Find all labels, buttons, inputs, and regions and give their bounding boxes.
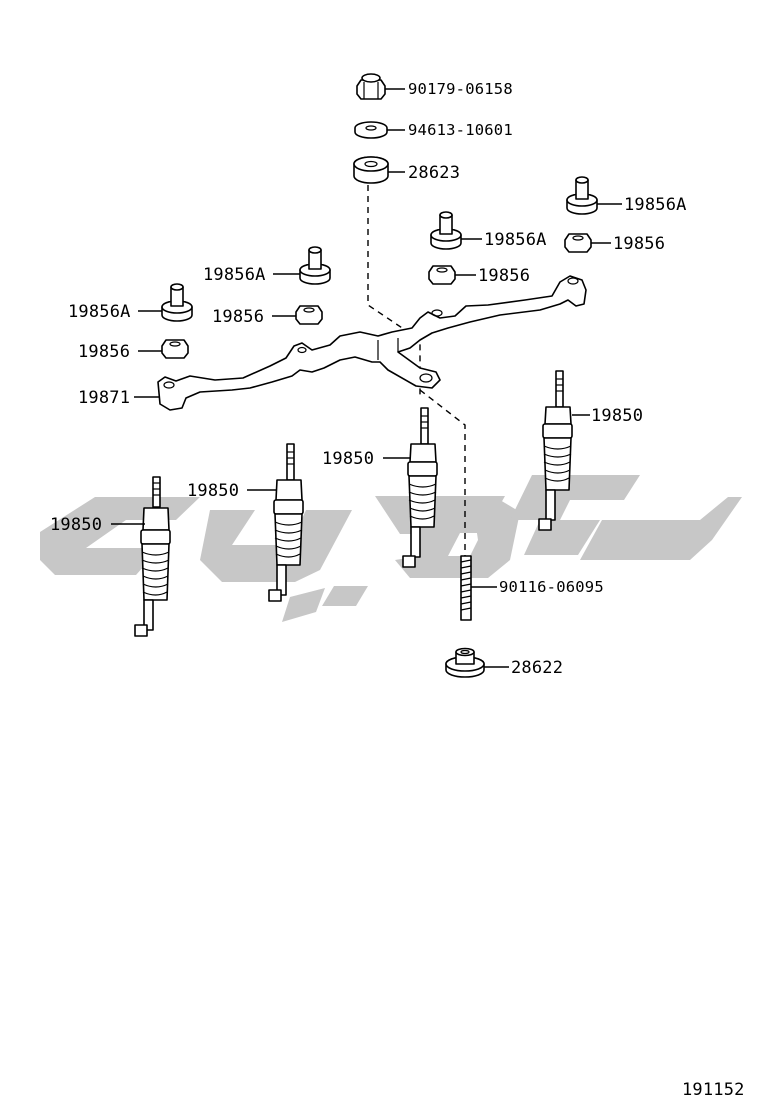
nut-left2-icon: [295, 305, 323, 325]
label-nut-left1[interactable]: 19856: [78, 342, 130, 362]
label-nut-top[interactable]: 90179-06158: [408, 80, 513, 98]
glow-plug-2-icon: [268, 443, 304, 602]
label-glow-plug-3[interactable]: 19850: [322, 449, 374, 469]
label-washer-top[interactable]: 94613-10601: [408, 121, 513, 139]
glow-plug-1-icon: [134, 476, 171, 637]
nut-center-icon: [428, 265, 456, 285]
insulator-a-left1-icon: [161, 283, 193, 322]
label-insulator-top[interactable]: 28623: [408, 163, 460, 183]
label-stud[interactable]: 90116-06095: [499, 578, 604, 596]
assembly-line-lower: [419, 389, 466, 560]
insulator-a-left2-icon: [299, 246, 331, 285]
diagram-id: 191152: [682, 1080, 745, 1100]
insulator-a-right-icon: [566, 176, 598, 215]
bus-bar-icon: [157, 275, 587, 411]
washer-top-icon: [354, 121, 388, 139]
label-insulator-a-left2[interactable]: 19856A: [203, 265, 266, 285]
label-nut-right[interactable]: 19856: [613, 234, 665, 254]
nut-top-icon: [356, 73, 386, 100]
label-insulator-a-left1[interactable]: 19856A: [68, 302, 131, 322]
label-glow-plug-2[interactable]: 19850: [187, 481, 239, 501]
insulator-bottom-icon: [445, 647, 485, 678]
label-insulator-a-center[interactable]: 19856A: [484, 230, 547, 250]
insulator-a-center-icon: [430, 211, 462, 250]
insulator-top-icon: [353, 156, 389, 184]
label-nut-left2[interactable]: 19856: [212, 307, 264, 327]
stud-icon: [460, 555, 472, 621]
glow-plug-4-icon: [538, 370, 573, 531]
label-insulator-bottom[interactable]: 28622: [511, 658, 563, 678]
label-glow-plug-4[interactable]: 19850: [591, 406, 643, 426]
label-nut-center[interactable]: 19856: [478, 266, 530, 286]
nut-right-icon: [564, 233, 592, 253]
label-glow-plug-1[interactable]: 19850: [50, 515, 102, 535]
nut-left1-icon: [161, 339, 189, 359]
label-insulator-a-right[interactable]: 19856A: [624, 195, 687, 215]
label-bus-bar[interactable]: 19871: [78, 388, 130, 408]
glow-plug-3-icon: [402, 407, 438, 568]
